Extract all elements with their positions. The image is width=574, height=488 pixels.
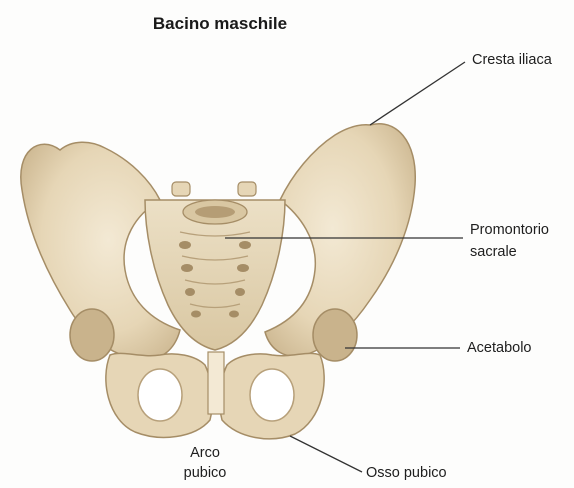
left-acetabulum bbox=[70, 309, 114, 361]
leader-cresta-iliaca bbox=[370, 62, 465, 125]
label-arco-pubico-line2: pubico bbox=[0, 463, 410, 483]
label-osso-pubico: Osso pubico bbox=[366, 463, 447, 483]
label-acetabolo: Acetabolo bbox=[467, 338, 532, 358]
right-acetabulum bbox=[313, 309, 357, 361]
label-arco-pubico-line1: Arco bbox=[0, 443, 410, 463]
label-promontorio-sacrale-line1: Promontorio bbox=[470, 220, 549, 240]
pubic-symphysis bbox=[208, 352, 224, 414]
left-obturator-foramen bbox=[138, 369, 182, 421]
right-obturator-foramen bbox=[250, 369, 294, 421]
label-cresta-iliaca: Cresta iliaca bbox=[472, 50, 552, 70]
diagram-title: Bacino maschile bbox=[0, 14, 440, 34]
label-promontorio-sacrale-line2: sacrale bbox=[470, 242, 517, 262]
